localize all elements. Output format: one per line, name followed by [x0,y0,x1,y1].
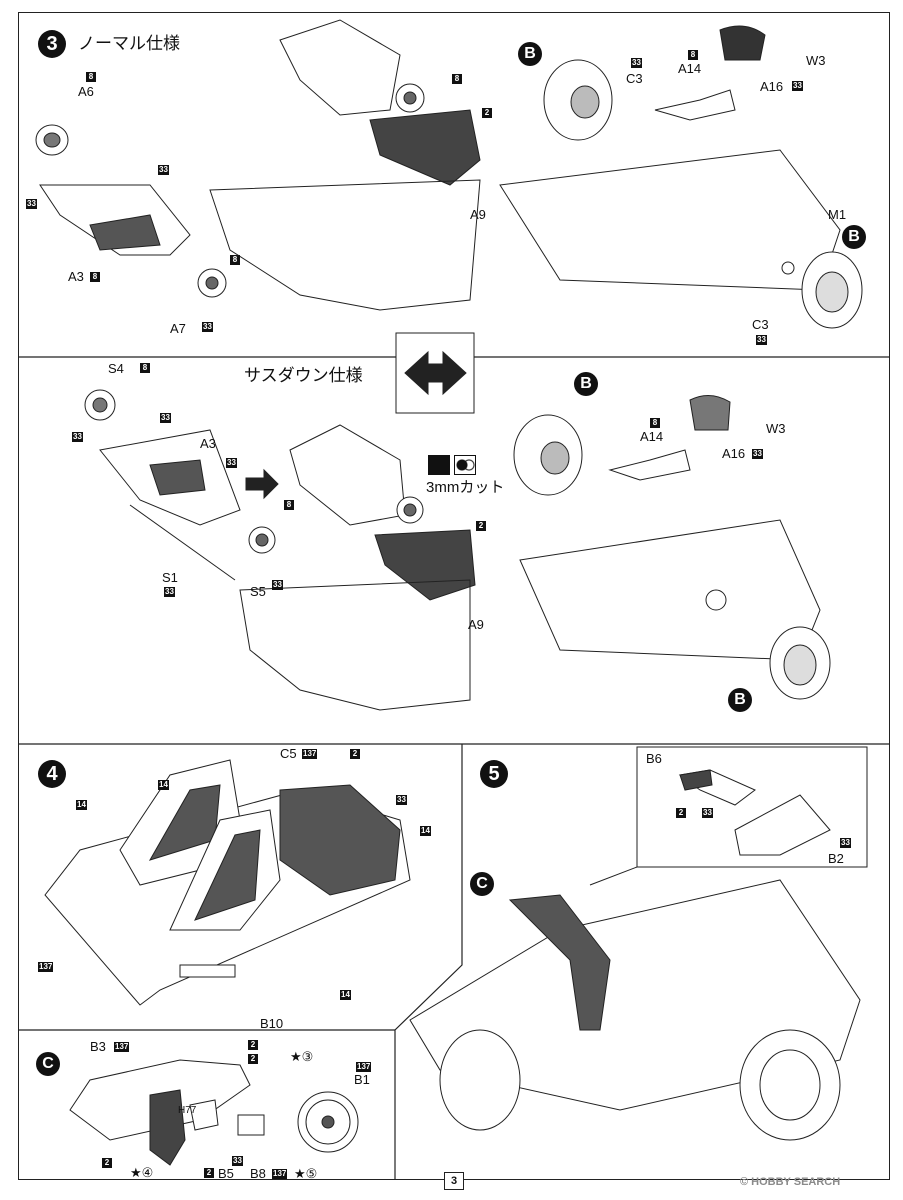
paint-2: 2 [248,1040,258,1050]
paint-33: 33 [756,335,767,345]
paint-8: 8 [140,363,150,373]
paint-8: 8 [688,50,698,60]
paint-33: 33 [72,432,83,442]
label-b5: B5 [218,1166,234,1181]
label-a9: A9 [470,207,486,222]
paint-33: 33 [272,580,283,590]
label-b10: B10 [260,1016,284,1031]
paint-137: 137 [356,1062,372,1072]
paint-33: 33 [396,795,407,805]
paint-33: 33 [702,808,713,818]
cut-icon [428,455,450,475]
paint-8: 8 [230,255,240,265]
paint-137: 137 [272,1169,288,1179]
paint-33: 33 [792,81,803,91]
lowered-spec-title: サスダウン仕様 [244,366,363,385]
label-star5: ★⑤ [294,1166,318,1181]
paint-8: 8 [86,72,96,82]
paint-33: 33 [226,458,237,468]
label-c5: C5 [280,746,297,761]
circle-b-marker: B [574,372,598,396]
label-w3: W3 [766,421,786,436]
paint-14: 14 [158,780,169,790]
label-star4: ★④ [130,1165,154,1180]
label-star3: ★③ [290,1049,314,1064]
label-a3: A3 [68,269,84,284]
label-m1: M1 [828,207,847,222]
paint-33: 33 [26,199,37,209]
paint-33: 33 [202,322,213,332]
paint-14: 14 [76,800,87,810]
label-h77: H77 [178,1105,197,1116]
label-a16: A16 [722,446,746,461]
label-s4: S4 [108,361,124,376]
label-b3: B3 [90,1039,106,1054]
paint-2: 2 [482,108,492,118]
paint-2: 2 [248,1054,258,1064]
label-a9: A9 [468,617,484,632]
paint-137: 137 [38,962,54,972]
paint-33: 33 [752,449,763,459]
label-a16: A16 [760,79,784,94]
step-3-number: 3 [38,30,66,58]
label-c3: C3 [752,317,769,332]
circle-c-marker: C [470,872,494,896]
label-a14: A14 [640,429,664,444]
paint-2: 2 [676,808,686,818]
paint-2: 2 [476,521,486,531]
paint-33: 33 [160,413,171,423]
paint-137: 137 [114,1042,130,1052]
paint-8: 8 [284,500,294,510]
paint-137: 137 [302,749,318,759]
label-b8: B8 [250,1166,266,1181]
paint-33: 33 [158,165,169,175]
paint-8: 8 [452,74,462,84]
paint-14: 14 [340,990,351,1000]
label-a14: A14 [678,61,702,76]
circle-b-marker: B [842,225,866,249]
paint-8: 8 [650,418,660,428]
paint-33: 33 [840,838,851,848]
paint-33: 33 [232,1156,243,1166]
cut-3mm-note: 3mmカット [426,479,505,496]
label-b6: B6 [646,751,662,766]
circle-c-marker: C [36,1052,60,1076]
circle-b-marker: B [518,42,542,66]
paint-14: 14 [420,826,431,836]
cut-mark-icon [454,455,476,475]
label-a7: A7 [170,321,186,336]
label-a3: A3 [200,436,216,451]
label-a6: A6 [78,84,94,99]
label-s5: S5 [250,584,266,599]
circle-b-marker: B [728,688,752,712]
label-b1: B1 [354,1072,370,1087]
watermark: © HOBBY SEARCH [740,1176,841,1188]
paint-33: 33 [164,587,175,597]
paint-33: 33 [631,58,642,68]
paint-2: 2 [350,749,360,759]
paint-2: 2 [204,1168,214,1178]
step-5-number: 5 [480,760,508,788]
paint-8: 8 [90,272,100,282]
label-c3: C3 [626,71,643,86]
label-s1: S1 [162,570,178,585]
label-w3: W3 [806,53,826,68]
page-number: 3 [444,1172,464,1190]
normal-spec-title: ノーマル仕様 [78,34,180,53]
label-b2: B2 [828,851,844,866]
step-4-number: 4 [38,760,66,788]
paint-2: 2 [102,1158,112,1168]
